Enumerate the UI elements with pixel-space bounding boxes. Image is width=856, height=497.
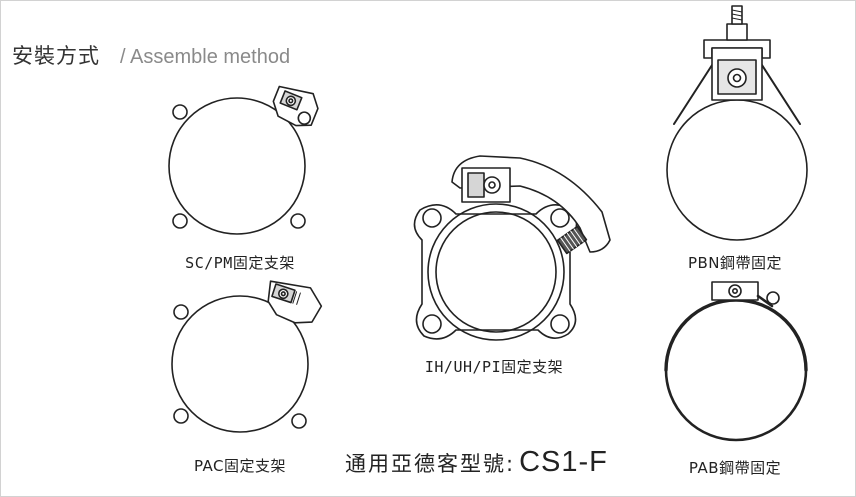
cylinder-bore: [435, 211, 557, 333]
flange-plate: [413, 204, 578, 340]
caption-pac: PAC固定支架: [193, 457, 287, 475]
band-end: [756, 294, 774, 308]
sc-pm-bracket-diagram: [168, 85, 319, 235]
mounting-hole: [172, 104, 188, 120]
mounting-hole: [290, 213, 306, 229]
sensor-bracket: [272, 85, 319, 127]
caption-ih-uh-pi: IH/UH/PI固定支架: [424, 358, 564, 376]
steel-band: [673, 61, 801, 125]
pbn-band-diagram: [666, 5, 808, 241]
adjust-screw: [726, 5, 748, 41]
mounting-hole: [422, 314, 442, 334]
mounting-hole: [291, 413, 307, 429]
band-screw: [766, 291, 780, 305]
sensor-head: [728, 284, 742, 298]
mounting-hole: [550, 314, 570, 334]
mounting-hole: [173, 304, 189, 320]
caption-pab: PAB鋼帶固定: [688, 459, 782, 477]
sensor-bracket: [267, 280, 323, 324]
pac-bracket-diagram: [171, 280, 323, 433]
section-subtitle: / Assemble method: [120, 46, 291, 68]
sensor-center: [732, 73, 742, 83]
cylinder-body: [666, 99, 808, 241]
caption-pbn: PBN鋼帶固定: [687, 254, 783, 272]
pab-band-diagram: [664, 281, 808, 442]
cylinder-body: [168, 97, 306, 235]
knurled-screw: [556, 225, 588, 255]
cylinder-body: [171, 295, 309, 433]
cylinder-body: [427, 203, 565, 341]
mounting-hole: [173, 408, 189, 424]
section-header: 安裝方式 / Assemble method: [12, 40, 290, 74]
model-code: CS1-F: [519, 446, 608, 478]
ih-uh-pi-bracket-diagram: [413, 155, 611, 341]
compatible-model: 通用亞德客型號: CS1-F: [345, 446, 608, 479]
model-label: 通用亞德客型號:: [345, 452, 516, 476]
mounting-hole: [550, 208, 570, 228]
caption-sc-pm: SC/PM固定支架: [185, 254, 295, 272]
mounting-hole: [172, 213, 188, 229]
steel-band: [664, 298, 808, 372]
sensor-block: [461, 167, 511, 203]
sensor-head: [727, 68, 747, 88]
mounting-hole: [422, 208, 442, 228]
sensor-center: [731, 287, 738, 294]
section-title: 安裝方式: [12, 44, 100, 68]
